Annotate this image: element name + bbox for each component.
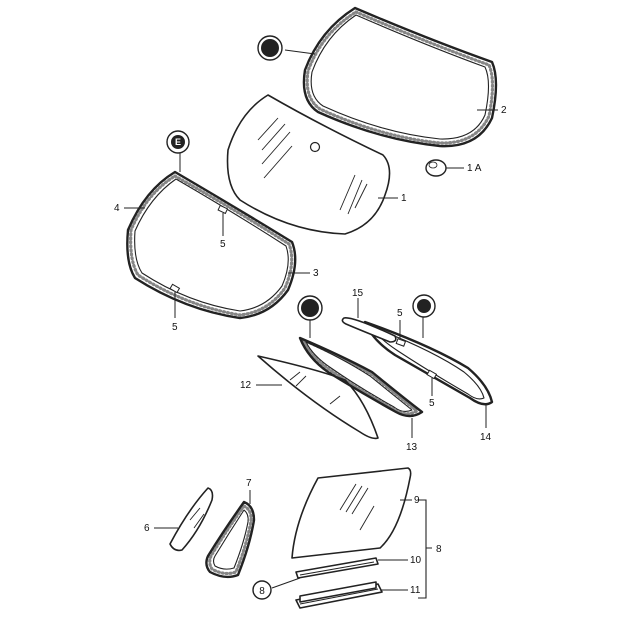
seal-joint-upper [217,204,229,215]
vent-seal [205,500,256,579]
seal-joint-lower [169,283,181,294]
svg-text:E: E [175,137,181,147]
callout-1a: 1 A [467,163,482,174]
callout-13: 13 [406,442,418,453]
callout-8: 8 [436,544,442,555]
callout-2: 2 [501,105,507,116]
rear-window-seal [126,170,297,320]
callout-7: 7 [246,478,252,489]
mirror-plug [425,159,447,177]
quarter-seal [298,336,424,418]
callout-5-a: 5 [220,239,226,250]
leader-lines [124,49,498,591]
door-glass [291,467,412,559]
callout-10: 10 [410,555,422,566]
seal-joint-top [395,338,407,347]
callout-9: 9 [414,495,420,506]
callout-6: 6 [144,523,150,534]
group-bracket [418,499,432,599]
glass-channel [295,557,379,579]
windshield-glass [226,94,391,235]
callout-3: 3 [313,268,319,279]
windshield-seal [302,6,498,148]
vent-glass [169,487,214,552]
badge-8: 8 [252,580,272,600]
callout-5-d: 5 [429,398,435,409]
callout-4: 4 [114,203,120,214]
callout-5-b: 5 [172,322,178,333]
side-seal-right [363,320,494,406]
badge-top [257,35,283,61]
regulator-rail [295,581,383,609]
callout-12: 12 [240,380,252,391]
quarter-glass-left [257,355,379,440]
svg-text:8: 8 [259,586,265,597]
callout-1: 1 [401,193,407,204]
badge-right [412,294,436,318]
badge-e: E [166,130,190,154]
callout-15: 15 [352,288,364,299]
seal-joint-right [426,369,438,380]
badge-mid [297,295,323,321]
callout-11: 11 [410,585,421,596]
mirror-mount [309,141,321,153]
callout-5-c: 5 [397,308,403,319]
callout-14: 14 [480,432,492,443]
trim-strip [341,317,397,343]
